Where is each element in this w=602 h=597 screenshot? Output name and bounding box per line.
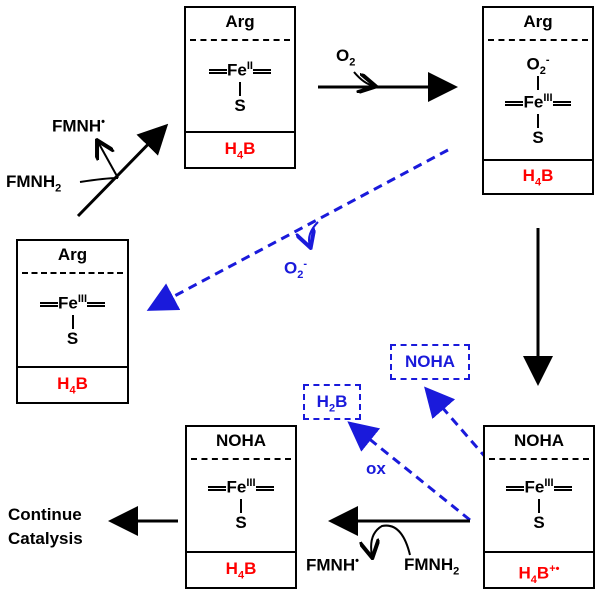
bond-fe-s <box>537 114 539 128</box>
arrow-superoxide-release <box>146 148 449 311</box>
arrow-fmnh-bottom <box>371 524 411 556</box>
cofactor-label: H4B <box>18 366 127 402</box>
thiolate-ligand: S <box>532 128 544 147</box>
cofactor-label: H4B <box>484 159 592 193</box>
noha-blue-box: NOHA <box>390 344 470 380</box>
fmnh-radical-bottom-label: FMNH• <box>306 555 359 575</box>
bond-o-fe <box>537 76 539 90</box>
heme-bond-left <box>209 68 228 74</box>
box-top-label: Arg <box>225 12 255 31</box>
dashed-divider <box>190 39 290 41</box>
bond-fe-s <box>239 82 241 96</box>
heme-bond-right <box>553 485 572 491</box>
thiolate-ligand: S <box>533 513 545 532</box>
heme-bond-right <box>552 100 571 106</box>
heme-bond-left <box>208 485 227 491</box>
superoxo-ligand: O2- <box>526 54 550 78</box>
dashed-divider <box>191 458 291 460</box>
heme-bond-right <box>255 485 274 491</box>
heme-bond-left <box>506 485 525 491</box>
box-top-label: Arg <box>57 245 88 264</box>
box-top-label: NOHA <box>215 431 267 450</box>
arrow-o2-in <box>353 71 374 86</box>
fmnh2-label-left: FMNH2 <box>6 172 62 195</box>
thiolate-ligand: S <box>235 513 247 532</box>
bond-fe-s <box>240 499 242 513</box>
fmnh-radical-label: FMNH• <box>52 116 105 136</box>
arrow-to-h2b <box>347 421 471 522</box>
heme-bond-right <box>87 301 105 307</box>
superoxide-label: O2- <box>284 258 308 282</box>
cofactor-label: H4B <box>186 131 294 167</box>
dashed-divider <box>489 458 589 460</box>
iron-center: FeIII <box>484 92 592 113</box>
thiolate-ligand: S <box>234 96 246 115</box>
arrow-o2minus-out <box>309 221 319 246</box>
box-top-label: Arg <box>523 12 553 31</box>
box-fe3-noha: NOHA FeIII S H4B <box>185 425 297 589</box>
arrow-reduction <box>76 123 169 218</box>
heme-bond-left <box>505 100 524 106</box>
arrow-fmnh-release <box>98 142 119 179</box>
ox-label: ox <box>366 459 386 478</box>
iron-center: FeIII <box>485 477 593 498</box>
curve-fmnh2-in <box>79 177 119 183</box>
heme-bond-left <box>39 301 58 307</box>
fmnh2-bottom-label: FMNH2 <box>404 555 460 578</box>
bond-fe-s <box>71 315 74 329</box>
iron-center: FeIII <box>18 293 127 314</box>
dashed-divider <box>488 39 588 41</box>
box-fe3-noha-radical: NOHA FeIII S H4B+• <box>483 425 595 589</box>
dashed-divider <box>22 272 123 274</box>
box-fe2-arg: Arg FeII S H4B <box>184 6 296 169</box>
h2b-blue-box: H2B <box>303 384 361 420</box>
continue-label: Continue <box>8 505 82 524</box>
box-top-label: NOHA <box>513 431 565 450</box>
cofactor-label: H4B <box>187 551 295 587</box>
iron-center: FeIII <box>187 477 295 498</box>
box-fe3-o2-arg: Arg O2- FeIII S H4B <box>482 6 594 195</box>
heme-bond-right <box>252 68 271 74</box>
cofactor-label: H4B+• <box>485 551 593 587</box>
o2-label: O2 <box>336 46 356 69</box>
catalysis-label: Catalysis <box>8 529 83 548</box>
iron-center: FeII <box>186 60 294 81</box>
box-fe3-arg: Arg FeIII S H4B <box>16 239 129 404</box>
bond-fe-s <box>538 499 540 513</box>
thiolate-ligand: S <box>66 329 79 348</box>
arrow-to-noha <box>424 386 489 460</box>
